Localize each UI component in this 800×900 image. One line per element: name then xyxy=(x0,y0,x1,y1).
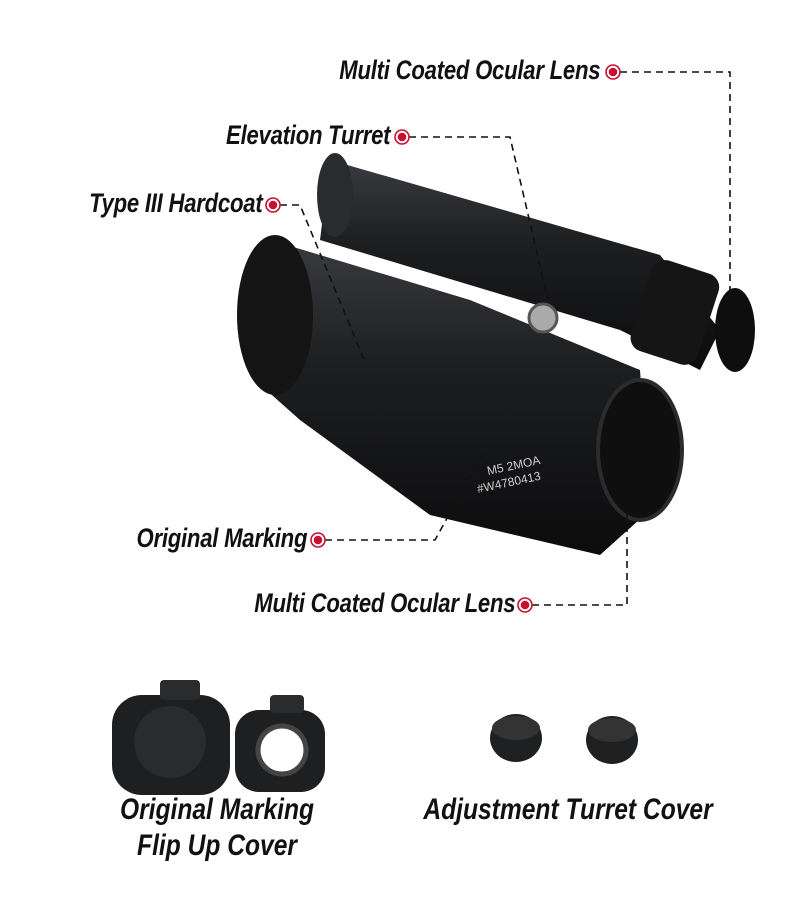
scope-main-body xyxy=(237,235,684,555)
callout-lines xyxy=(280,71,731,606)
dot-icon xyxy=(394,129,410,145)
callout-hardcoat: Type III Hardcoat xyxy=(88,188,263,218)
scope-top-tube xyxy=(317,153,755,372)
flip-up-covers xyxy=(112,680,325,795)
dot-icon xyxy=(310,532,326,548)
callout-top-ocular-lens: Multi Coated Ocular Lens xyxy=(338,55,600,85)
callout-bottom-ocular-lens: Multi Coated Ocular Lens xyxy=(253,588,515,618)
flip-cover-caption-line1: Original Marking xyxy=(119,793,315,826)
dot-icon xyxy=(265,197,281,213)
dot-icon xyxy=(605,64,621,80)
dot-icon xyxy=(517,597,533,613)
flip-cover-caption: Original Marking Flip Up Cover xyxy=(94,792,340,864)
callout-dots xyxy=(265,64,621,613)
flip-cover-caption-line2: Flip Up Cover xyxy=(137,829,297,862)
callout-elevation-turret: Elevation Turret xyxy=(225,120,390,150)
callout-original-marking: Original Marking xyxy=(136,523,307,553)
turret-covers xyxy=(490,714,638,764)
turret-cover-caption: Adjustment Turret Cover xyxy=(423,793,713,826)
